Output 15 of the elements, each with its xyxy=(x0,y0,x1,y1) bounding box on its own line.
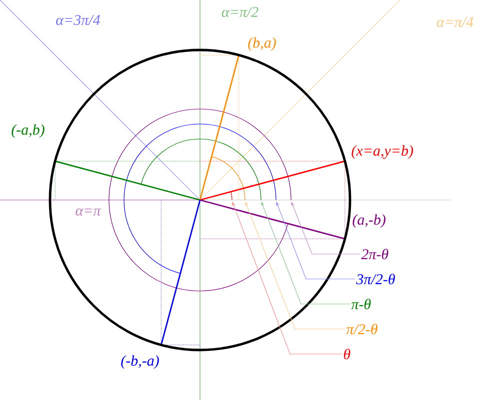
angle-label: 2π-θ xyxy=(361,248,388,260)
point-label: (-a,b) xyxy=(12,124,44,138)
point-label: (a,-b) xyxy=(352,214,386,228)
angle-label: π/2-θ xyxy=(346,324,378,334)
point-label: α=π/2 xyxy=(222,6,258,18)
point-label: (-b,-a) xyxy=(121,355,159,369)
angle-label: π-θ xyxy=(351,298,371,310)
point-label: α=π xyxy=(76,208,102,216)
point-label: (b,a) xyxy=(248,37,276,51)
angle-arc xyxy=(108,108,292,292)
angle-label: θ xyxy=(344,348,350,360)
point-label: α=π/4 xyxy=(436,16,474,28)
angle-label: 3π/2-θ xyxy=(356,274,395,284)
point-label: (x=a,y=b) xyxy=(352,145,414,159)
point-label: α=3π/4 xyxy=(56,14,100,26)
